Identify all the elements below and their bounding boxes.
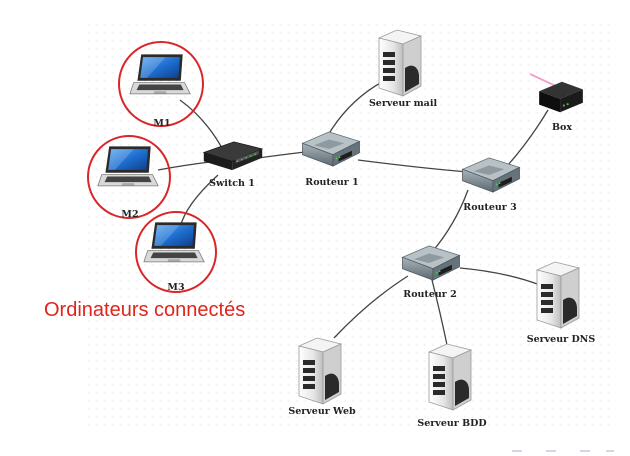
serveur-bdd-icon[interactable] <box>428 343 472 411</box>
label-routeur1: Routeur 1 <box>305 177 358 188</box>
serveur-mail-icon[interactable] <box>378 29 422 97</box>
highlight-circle-m1 <box>118 41 204 127</box>
cable-routeur1-routeur3 <box>357 159 469 173</box>
label-m2: M2 <box>121 209 138 220</box>
caption-ordinateurs-connectes: Ordinateurs connectés <box>44 299 245 321</box>
serveur-web-icon[interactable] <box>298 337 342 405</box>
highlight-circles <box>87 41 217 293</box>
slide-nav-icons <box>512 450 614 452</box>
label-m1: M1 <box>153 118 170 129</box>
label-serveur-web: Serveur Web <box>288 406 356 417</box>
label-switch1: Switch 1 <box>209 178 255 189</box>
label-routeur2: Routeur 2 <box>403 289 456 300</box>
cable-routeur3-routeur2 <box>431 189 469 253</box>
cable-routeur1-mail <box>329 81 383 133</box>
label-routeur3: Routeur 3 <box>463 202 516 213</box>
box-device[interactable] <box>529 73 583 113</box>
label-m3: M3 <box>167 282 184 293</box>
serveur-dns-icon[interactable] <box>536 261 580 329</box>
cable-m2-switch1 <box>157 161 211 171</box>
highlight-circle-m2 <box>87 135 171 219</box>
cable-m1-switch1 <box>179 99 223 149</box>
label-serveur-dns: Serveur DNS <box>527 334 596 345</box>
cable-routeur2-web <box>333 275 409 339</box>
label-serveur-bdd: Serveur BDD <box>417 418 486 429</box>
cable-routeur2-dns <box>459 267 541 286</box>
label-box: Box <box>552 122 572 133</box>
label-serveur-mail: Serveur mail <box>369 98 438 109</box>
highlight-circle-m3 <box>135 211 217 293</box>
cable-routeur3-box <box>507 109 549 166</box>
